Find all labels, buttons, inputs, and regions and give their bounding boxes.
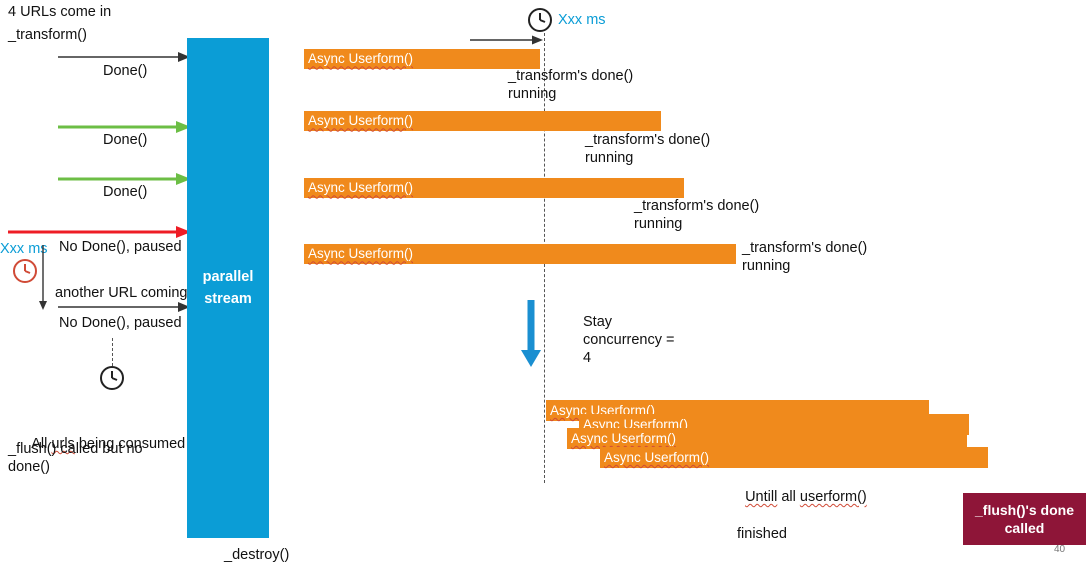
transform-done-running-1: _transform's done() running: [508, 68, 634, 102]
all-urls-text-post: being consumed: [74, 436, 186, 452]
timeline-left-vertical: [39, 245, 47, 310]
clock-icon-left-2: [100, 366, 124, 390]
flush-done-label: _flush()'s done called: [975, 502, 1074, 536]
all-urls-consumed-label: All urls being consumed: [24, 417, 185, 453]
page-title: 4 URLs come in: [8, 4, 112, 20]
async-userform-bar-4: Async Userform(): [304, 244, 736, 264]
until-all-userform-label: Untill all userform() finished: [737, 470, 867, 561]
transform-done-running-2: _transform's done() running: [585, 132, 711, 166]
page-number: 40: [1054, 544, 1066, 555]
done-label-2: Done(): [103, 132, 148, 148]
xxx-ms-top-label: Xxx ms: [558, 12, 606, 28]
arrow-top-to-timeline: [470, 35, 543, 45]
arrow-no-done-1: [8, 226, 191, 238]
async-userform-bar-7: Async Userform(): [567, 428, 967, 449]
transform-done-running-3: _transform's done() running: [634, 198, 760, 232]
transform-done-running-4: _transform's done() running: [742, 240, 868, 274]
done-label-3: Done(): [103, 184, 148, 200]
until-text-mid: all: [777, 489, 800, 505]
parallel-stream-line2: stream: [204, 291, 252, 307]
timeline-dashed-left: [112, 338, 113, 366]
concurrency-label: Stay concurrency = 4: [583, 314, 675, 366]
async-userform-bar-1: Async Userform(): [304, 49, 540, 69]
parallel-stream-block: parallel stream: [187, 38, 269, 538]
urls-word: urls: [51, 436, 75, 452]
async-userform-bar-2: Async Userform(): [304, 111, 661, 131]
async-userform-bar-3: Async Userform(): [304, 178, 684, 198]
arrow-another-url: [58, 302, 190, 312]
done-label-1: Done(): [103, 63, 148, 79]
flush-called-label: _flush() called but no done(): [8, 441, 143, 475]
no-done-paused-2: No Done(), paused: [59, 315, 182, 331]
clock-icon-top: [528, 8, 552, 32]
destroy-label: _destroy(): [224, 547, 290, 563]
arrow-done-3: [58, 173, 191, 185]
userform-word: userform(): [799, 489, 867, 505]
arrow-done-1: [58, 52, 190, 62]
untill-word: Untill: [745, 489, 778, 505]
async-userform-bar-8: Async Userform(): [600, 447, 988, 468]
concurrency-down-arrow: [521, 300, 541, 367]
transform-label: _transform(): [8, 27, 87, 43]
clock-icon-left: [13, 259, 37, 283]
no-done-paused-1: No Done(), paused: [59, 239, 182, 255]
all-urls-text-pre: All: [31, 436, 52, 452]
arrow-done-2: [58, 121, 191, 133]
flush-done-box: _flush()'s done called: [963, 493, 1086, 545]
parallel-stream-line1: parallel: [202, 269, 254, 285]
until-text-line2: finished: [737, 526, 787, 542]
another-url-label: another URL coming: [55, 285, 188, 301]
